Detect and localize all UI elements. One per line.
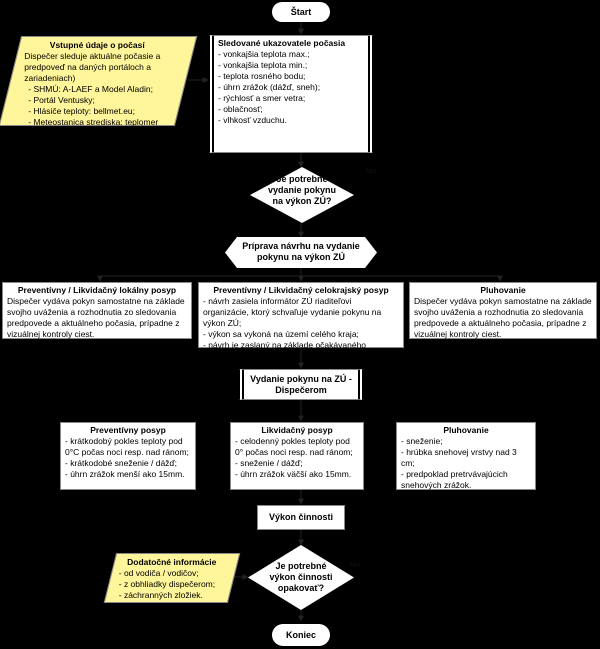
regional-item: - výkon sa vykoná na území celého kraja; xyxy=(203,329,359,339)
preventive-item: - krátkodobé sneženie / dážď; xyxy=(65,458,178,468)
additional-info-item: - z obhliadky dispečerom; xyxy=(118,579,216,589)
plowing-item: - predpoklad pretrvávajúcich snehových z… xyxy=(401,469,508,490)
indicator-item: - rýchlosť a smer vetra; xyxy=(218,93,306,103)
liquidation-item: - celodenný pokles teploty pod 0° počas … xyxy=(235,436,353,457)
additional-info-item: - od vodiča / vodičov; xyxy=(118,568,199,578)
regional-item: - návrh je zaslaný na základe očakávanéh… xyxy=(203,340,367,361)
preventive-item: - úhrn zrážok menší ako 15mm. xyxy=(65,469,185,479)
additional-info-box: Dodatočné informácie - od vodiča / vodič… xyxy=(103,553,241,603)
input-data-intro: Dispečer sleduje aktuálne počasie a pred… xyxy=(24,51,161,83)
plowing-item: - sneženie; xyxy=(401,436,443,446)
plowing-item: - hrúbka snehovej vrstvy nad 3 cm; xyxy=(401,447,517,468)
decision-1-no-label: Nie xyxy=(366,168,377,175)
liquidation-item: - úhrn zrážok väčší ako 15mm. xyxy=(235,469,352,479)
indicator-item: - oblačnosť; xyxy=(218,104,263,114)
preparation-text: Príprava návrhu na vydanie pokynu na výk… xyxy=(242,241,360,262)
execution-box: Výkon činnosti xyxy=(257,505,345,530)
preventive-item: - krátkodobý pokles teploty pod 0°C poča… xyxy=(65,436,189,457)
indicator-item: - teplota rosného bodu; xyxy=(218,71,306,81)
indicator-item: - vonkajšia teplota min.; xyxy=(218,60,308,70)
additional-info-item: - záchranných zložiek. xyxy=(118,590,203,600)
indicators-box: Sledované ukazovatele počasia - vonkajši… xyxy=(208,35,374,153)
input-data-title: Vstupné údaje o počasí xyxy=(49,40,145,50)
liquidation-spreading-box: Likvidačný posyp - celodenný pokles tepl… xyxy=(230,422,364,490)
end-label: Koniec xyxy=(285,629,316,640)
issue-instruction-text: Vydanie pokynu na ZÚ - Dispečerom xyxy=(250,374,352,395)
input-item: - Portál Ventusky; xyxy=(28,95,95,105)
decision-diamond-1 xyxy=(250,167,354,223)
local-spreading-body: Dispečer vydáva pokyn samostatne na zákl… xyxy=(7,296,185,339)
start-label: Štart xyxy=(290,6,312,17)
decision-diamond-2 xyxy=(248,545,354,610)
indicator-item: - úhrn zrážok (dážď, sneh); xyxy=(218,82,321,92)
plowing-box: Pluhovanie Dispečer vydáva pokyn samosta… xyxy=(409,282,597,339)
indicator-item: - vonkajšia teplota max.; xyxy=(218,49,310,59)
plowing-conditions-box: Pluhovanie - sneženie; - hrúbka snehovej… xyxy=(396,422,536,490)
decision-1-text: Je potrebné vydanie pokynu na výkon ZÚ? xyxy=(267,174,337,206)
indicators-title: Sledované ukazovatele počasia xyxy=(218,38,346,48)
local-spreading-title: Preventívny / Likvidačný lokálny posyp xyxy=(17,285,177,295)
plowing-conditions-title: Pluhovanie xyxy=(443,425,489,435)
local-spreading-box: Preventívny / Likvidačný lokálny posyp D… xyxy=(2,282,192,339)
issue-instruction-box: Vydanie pokynu na ZÚ - Dispečerom xyxy=(238,369,364,400)
decision-2-no-label: Nie xyxy=(350,562,361,569)
execution-text: Výkon činnosti xyxy=(268,512,333,522)
input-data-box: Vstupné údaje o počasí Dispečer sleduje … xyxy=(0,36,198,127)
regional-spreading-box: Preventívny / Likvidačný celokrajský pos… xyxy=(198,282,404,361)
liquidation-item: - sneženie / dážď; xyxy=(235,458,303,468)
decision-2-text: Je potrebné výkon činnosti opakovať? xyxy=(269,561,333,593)
end-terminal: Koniec xyxy=(272,624,330,646)
additional-info-title: Dodatočné informácie xyxy=(127,557,217,567)
liquidation-title: Likvidačný posyp xyxy=(261,425,333,435)
plowing-body: Dispečer vydáva pokyn samostatne na zákl… xyxy=(414,296,592,339)
preventive-spreading-box: Preventívny posyp - krátkodobý pokles te… xyxy=(60,422,196,490)
regional-spreading-title: Preventívny / Likvidačný celokrajský pos… xyxy=(213,285,389,295)
input-item: - Meteostanica strediska: teplomer xyxy=(28,117,159,127)
plowing-title: Pluhovanie xyxy=(480,285,526,295)
input-item: - Hlásiče teploty: bellmet.eu; xyxy=(28,106,136,116)
preparation-hexagon xyxy=(225,237,377,268)
preventive-title: Preventívny posyp xyxy=(90,425,166,435)
start-terminal: Štart xyxy=(272,2,330,22)
input-item: - SHMÚ: A-LAEF a Model Aladin; xyxy=(28,84,153,94)
regional-item: - návrh zasiela informátor ZÚ riaditeľov… xyxy=(203,296,382,328)
indicator-item: - vlhkosť vzduchu. xyxy=(218,115,287,125)
